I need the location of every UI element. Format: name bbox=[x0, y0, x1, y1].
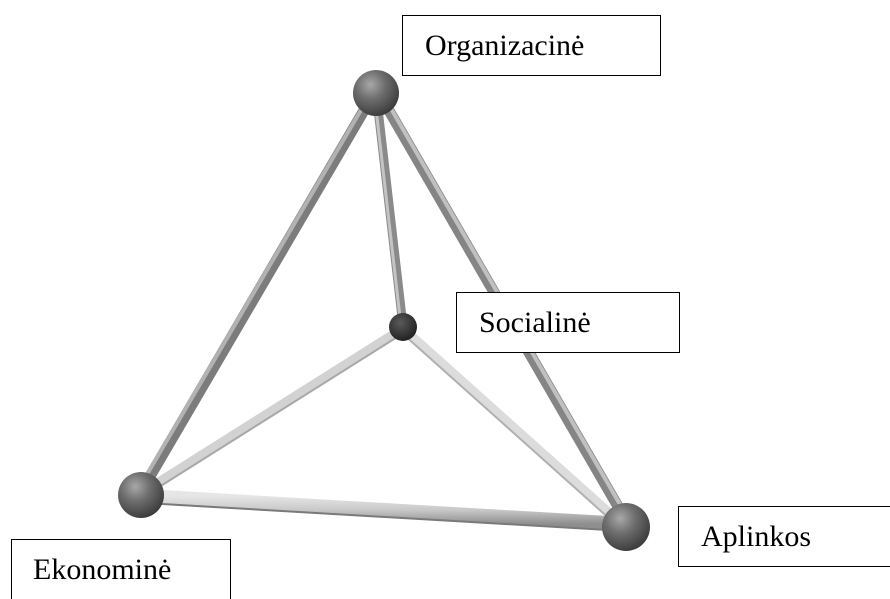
rod-left-right-edge bbox=[144, 502, 626, 532]
rod-top-left-highlight bbox=[137, 91, 373, 490]
rod-top-center-highlight bbox=[373, 98, 403, 328]
rod-top-left bbox=[136, 89, 379, 496]
rod-center-right bbox=[400, 325, 628, 530]
rod-left-center-shade bbox=[147, 333, 403, 495]
ball-center bbox=[389, 313, 417, 341]
ball-top bbox=[353, 70, 399, 116]
label-ekonomine: Ekonominė bbox=[11, 539, 231, 599]
label-socialine: Socialinė bbox=[456, 292, 680, 353]
rods-back bbox=[141, 95, 628, 530]
rod-left-right bbox=[138, 489, 632, 531]
ball-right bbox=[602, 503, 650, 551]
rod-center-right-shade bbox=[402, 333, 622, 530]
label-aplinkos: Aplinkos bbox=[678, 506, 890, 567]
rod-left-center bbox=[141, 325, 405, 495]
ball-left bbox=[118, 472, 164, 518]
label-organizacine: Organizacinė bbox=[402, 15, 661, 76]
vertices bbox=[118, 70, 650, 551]
rod-top-center bbox=[372, 95, 408, 331]
